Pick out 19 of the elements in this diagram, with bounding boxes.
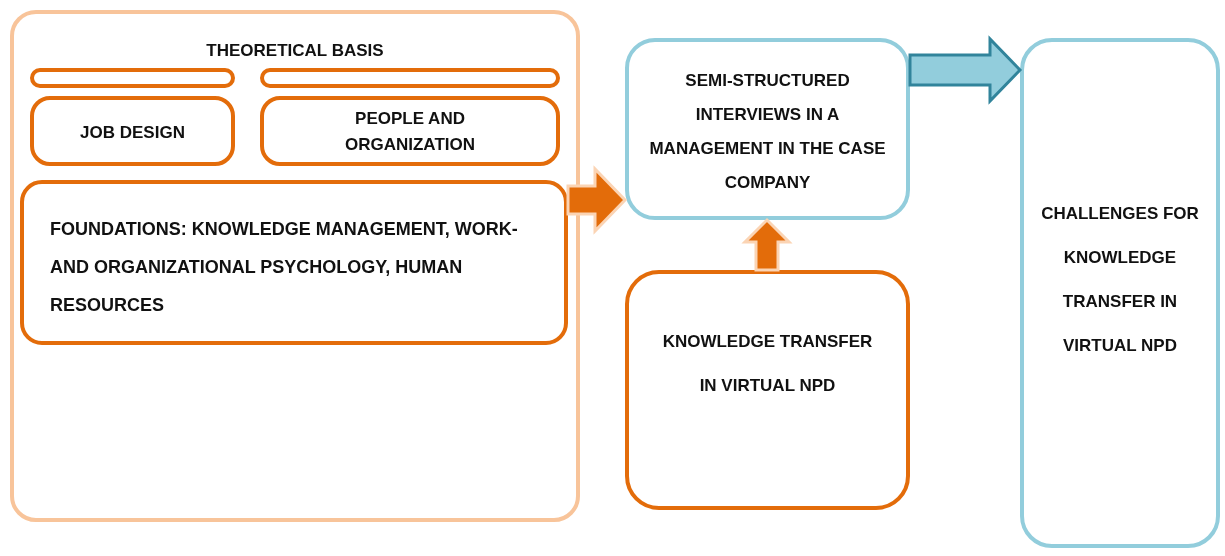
- rounded-box: [625, 270, 910, 510]
- rounded-box: [20, 180, 568, 345]
- box-label: CHALLENGES FOR KNOWLEDGE TRANSFER IN VIRTUAL NPD: [1040, 203, 1200, 357]
- box-label: JOB DESIGN: [80, 122, 185, 144]
- box-label: KNOWLEDGE TRANSFER IN VIRTUAL NPD: [661, 331, 874, 397]
- block-arrow: [566, 165, 628, 235]
- box-label: SEMI-STRUCTURED INTERVIEWS IN A MANAGEMENT IN THE CASE COMPANY: [648, 70, 887, 194]
- group-panel: [10, 10, 580, 522]
- rounded-box: [30, 68, 235, 88]
- group-title: THEORETICAL BASIS: [206, 40, 384, 62]
- block-arrow: [908, 35, 1023, 105]
- rounded-box: [1020, 38, 1220, 548]
- rounded-box: [260, 96, 560, 166]
- rounded-box: [625, 38, 910, 220]
- rounded-box: [30, 96, 235, 166]
- block-arrow: [741, 217, 793, 272]
- box-label: FOUNDATIONS: KNOWLEDGE MANAGEMENT, WORK- AND ORGANIZATIONAL PSYCHOLOGY, HUMAN RESOURCES: [50, 218, 519, 317]
- rounded-box: [260, 68, 560, 88]
- box-label: PEOPLE AND ORGANIZATION: [344, 108, 476, 156]
